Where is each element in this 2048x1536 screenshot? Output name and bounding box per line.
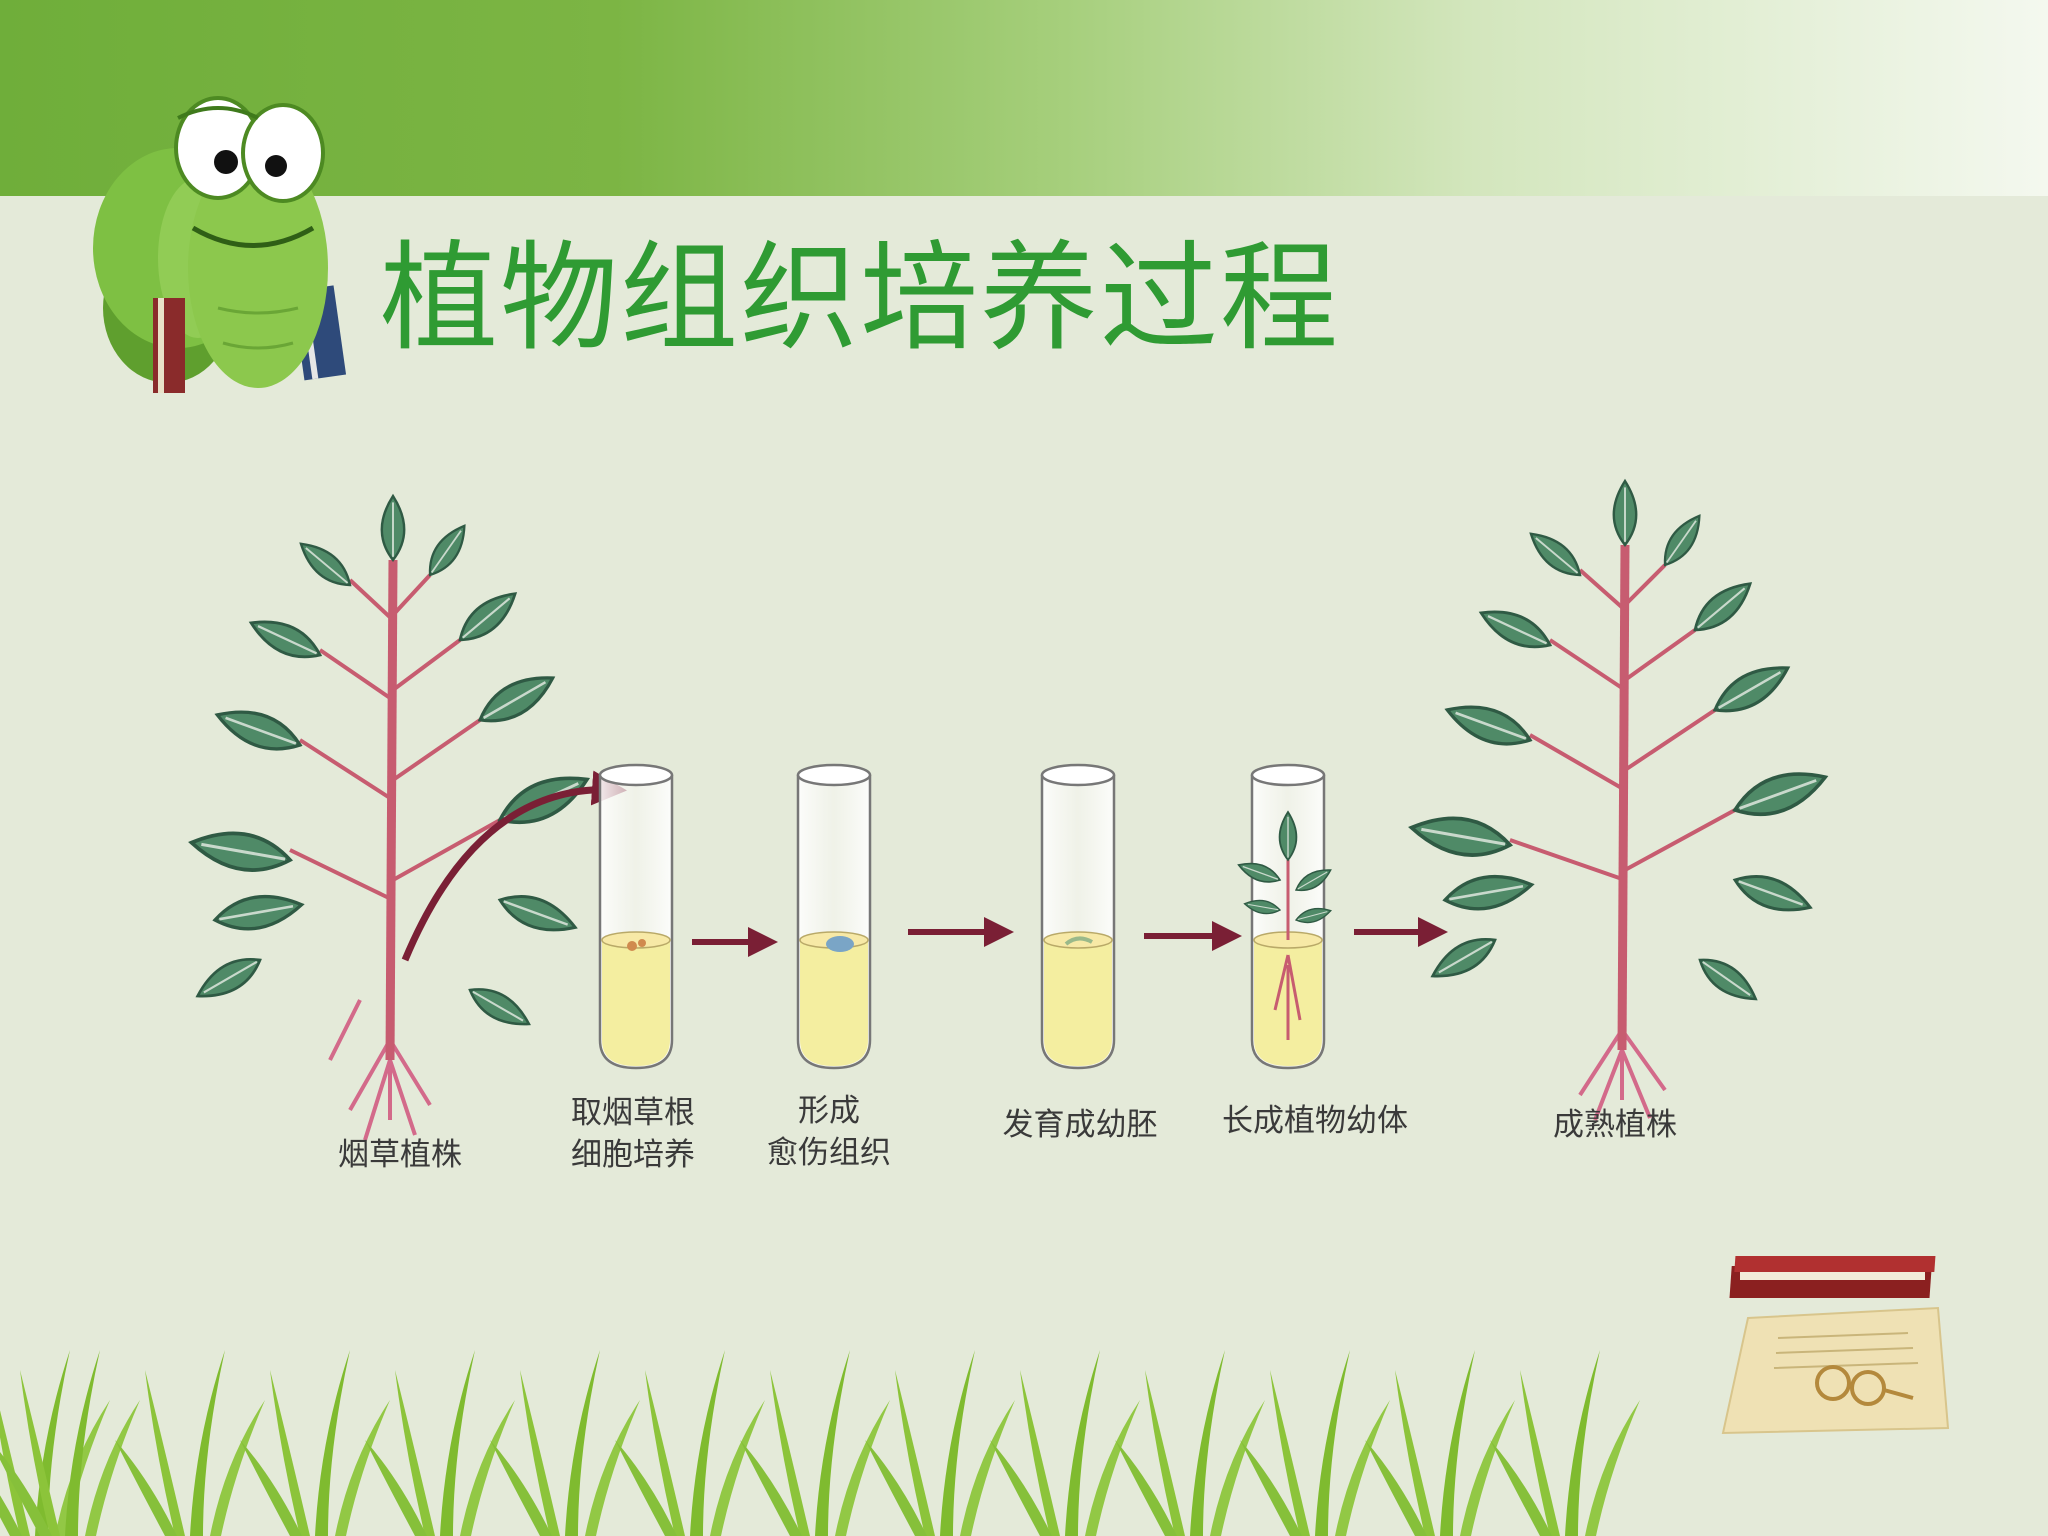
- test-tube-3: [1040, 763, 1116, 1070]
- step-label-root-cell-culture: 取烟草根 细胞培养: [571, 1095, 695, 1173]
- book-glasses-icon: [1721, 1256, 1950, 1435]
- caterpillar-mascot-icon: [93, 96, 347, 393]
- step-label-embryo: 发育成幼胚: [1002, 1107, 1158, 1143]
- curved-arrow: [401, 770, 627, 962]
- header-gradient-bar: [0, 0, 2048, 196]
- test-tube-1: [598, 763, 674, 1070]
- tobacco-plant-illustration: [186, 494, 596, 1141]
- step-label-mature-plant: 成熟植株: [1553, 1107, 1677, 1143]
- test-tube-4: [1235, 763, 1335, 1070]
- step-label-tobacco-plant: 烟草植株: [338, 1137, 462, 1173]
- page-title: 植物组织培养过程: [380, 229, 1341, 367]
- grass-border: [0, 1350, 1640, 1536]
- mature-plant-illustration: [1406, 479, 1833, 1121]
- test-tube-2: [796, 763, 872, 1070]
- step-label-plantlet: 长成植物幼体: [1222, 1103, 1408, 1139]
- step-label-callus: 形成 愈伤组织: [767, 1093, 891, 1171]
